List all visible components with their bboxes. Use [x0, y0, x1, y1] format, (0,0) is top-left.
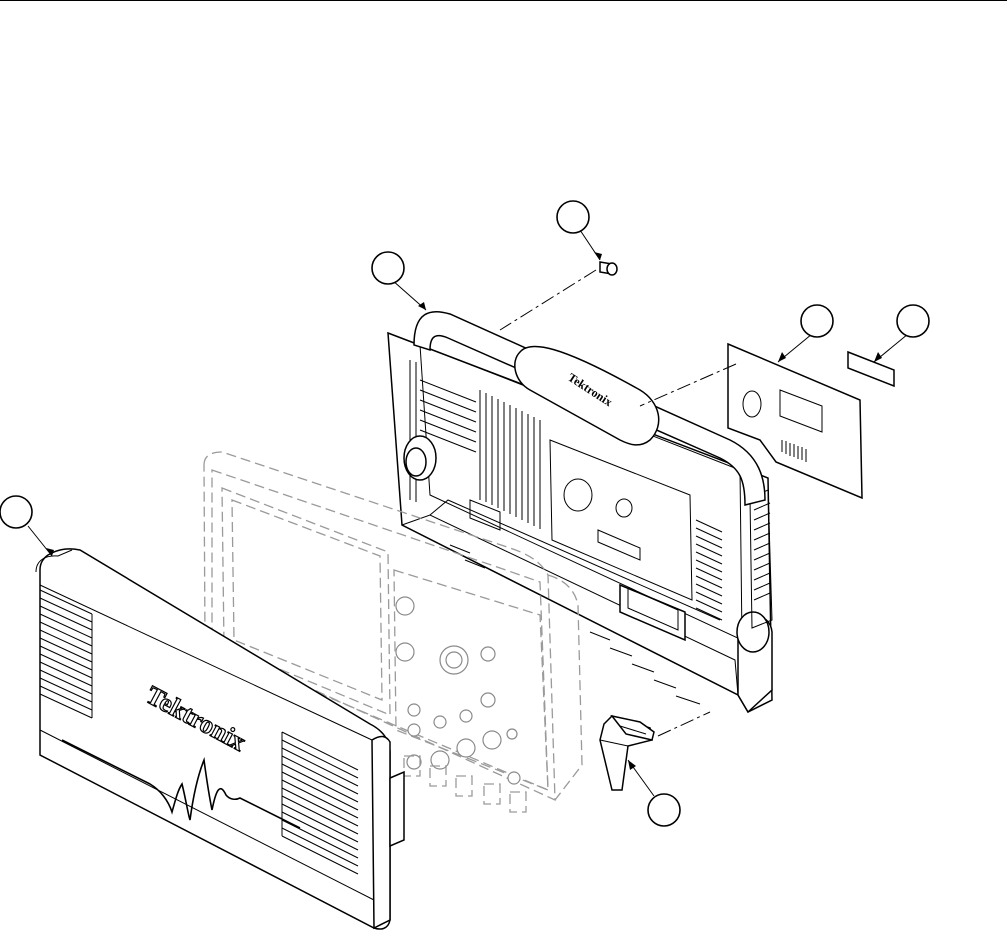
- front-panel-connectors: [404, 756, 526, 812]
- callout-1: [0, 496, 32, 528]
- foot: [600, 716, 654, 790]
- rear-screw: [600, 262, 617, 275]
- callout-2: [372, 252, 404, 284]
- callout-5: [897, 305, 929, 337]
- front-cover: Tektronix: [36, 549, 404, 929]
- callout-4: [801, 305, 833, 337]
- small-label: [848, 352, 894, 386]
- callout-3: [557, 201, 589, 233]
- callout-6: [648, 794, 680, 826]
